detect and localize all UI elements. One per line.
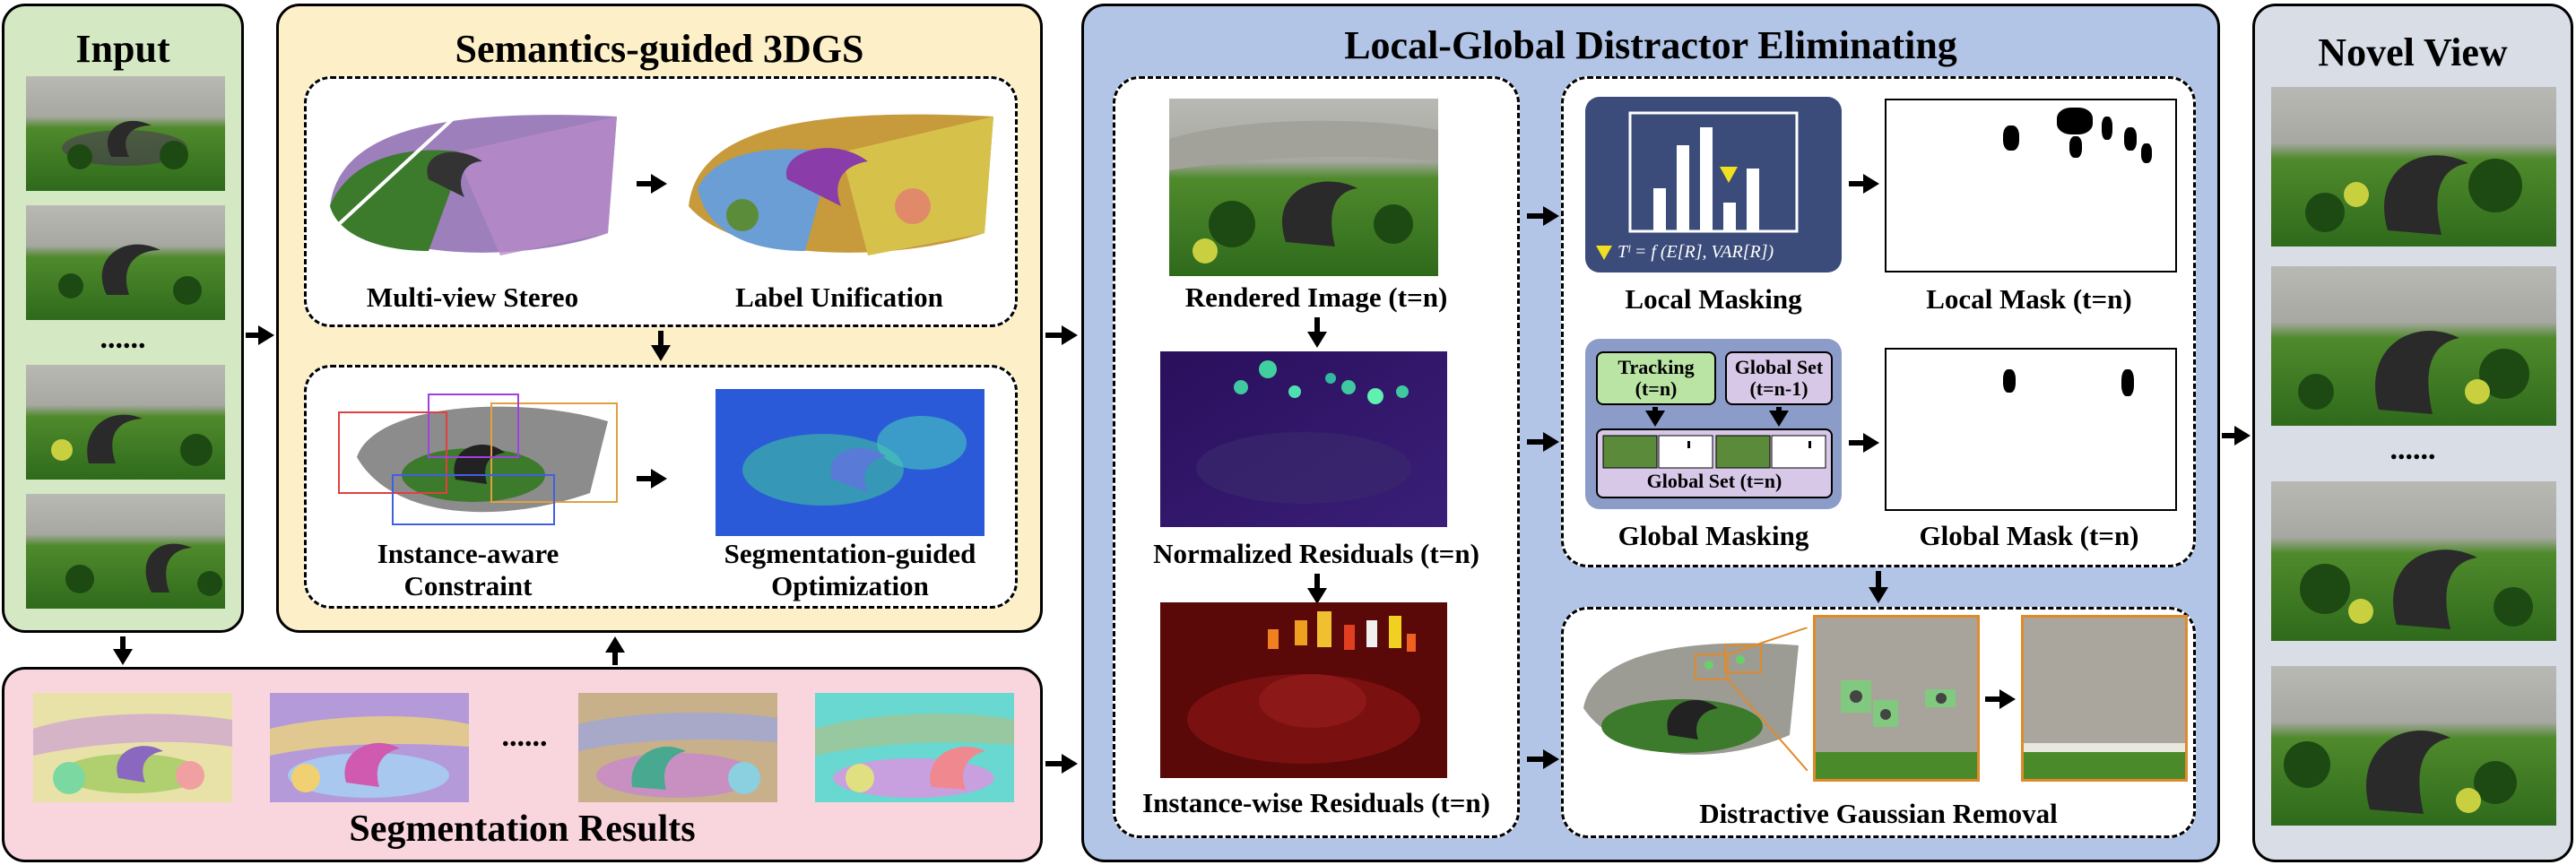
- local-mask-image: [1885, 99, 2177, 272]
- input-image-3: [26, 365, 225, 480]
- input-to-semantics-arrow: [246, 324, 274, 346]
- segopt-image: [716, 389, 984, 536]
- segmentation-title: Segmentation Results: [349, 809, 696, 850]
- novel-image-4: [2271, 666, 2556, 826]
- mask-blob: [2057, 108, 2093, 134]
- label-unification-label: Label Unification: [735, 281, 943, 313]
- semantics-down-arrow: [650, 331, 672, 361]
- novel-view-panel: Novel View ......: [2252, 4, 2573, 862]
- novel-ellipsis: ......: [2390, 433, 2436, 466]
- rendered-to-normalized-arrow: [1306, 317, 1328, 348]
- novel-image-3: [2271, 481, 2556, 641]
- global-set-label: Global Set (t=n): [1646, 470, 1782, 492]
- local-mask-label: Local Mask (t=n): [1926, 283, 2132, 315]
- seg-image-1: [33, 693, 232, 802]
- instance-box: Instance-aware Constraint Segmentation-g…: [304, 365, 1018, 609]
- input-image-2: [26, 205, 225, 320]
- global-mask-image: [1885, 348, 2177, 511]
- mask-blob: [2069, 136, 2082, 158]
- semantics-to-lgde-arrow: [1045, 324, 1078, 346]
- semantics-title: Semantics-guided 3DGS: [455, 27, 864, 71]
- mask-blob: [2141, 143, 2152, 163]
- removal-before-image: [1813, 615, 1980, 782]
- global-set-box: Global Set (t=n): [1596, 428, 1833, 498]
- instance-residual-label: Instance-wise Residuals (t=n): [1142, 787, 1490, 818]
- rendered-image: [1169, 99, 1438, 276]
- residual-column: Rendered Image (t=n) Normalized Residual…: [1113, 76, 1520, 838]
- input-title: Input: [75, 27, 170, 71]
- seg-to-lgde-arrow: [1045, 753, 1078, 774]
- local-masking-label: Local Masking: [1625, 283, 1802, 315]
- normalized-residual-image: [1160, 351, 1447, 527]
- instance-aware-label: Instance-aware Constraint: [377, 538, 559, 601]
- rendered-label: Rendered Image (t=n): [1184, 281, 1448, 313]
- instance-to-segopt-arrow: [637, 468, 667, 489]
- input-to-seg-arrow: [112, 636, 134, 665]
- input-image-4: [26, 494, 225, 609]
- to-local-masking-arrow: [1527, 205, 1559, 227]
- masking-to-removal-arrow: [1868, 571, 1889, 603]
- instance-residual-image: [1160, 602, 1447, 778]
- mask-blob: [2102, 117, 2112, 140]
- seg-to-semantics-arrow: [604, 636, 626, 665]
- removal-arrow: [1985, 688, 2016, 710]
- seg-ellipsis: ......: [501, 720, 548, 753]
- masking-box: Tˡ = f (E[R], VAR[R]) Local Masking Loca…: [1561, 76, 2196, 567]
- novel-view-title: Novel View: [2318, 30, 2508, 74]
- tracking-down-arrow: [1645, 407, 1665, 427]
- local-masking-card: Tˡ = f (E[R], VAR[R]): [1585, 97, 1842, 272]
- to-removal-arrow: [1527, 748, 1559, 770]
- local-masking-to-mask-arrow: [1849, 173, 1879, 195]
- tracking-box: Tracking (t=n): [1596, 351, 1716, 405]
- lgde-title: Local-Global Distractor Eliminating: [1344, 23, 1957, 67]
- removal-box: Distractive Gaussian Removal: [1561, 607, 2196, 838]
- input-ellipsis: ......: [100, 322, 146, 355]
- novel-image-1: [2271, 87, 2556, 247]
- input-image-1: [26, 76, 225, 191]
- novel-image-2: [2271, 266, 2556, 426]
- mask-blob: [2121, 369, 2134, 396]
- mvs-to-label-arrow: [637, 173, 667, 195]
- removal-after-image: [2021, 615, 2188, 782]
- global-masking-to-mask-arrow: [1849, 432, 1879, 454]
- lgde-panel: Local-Global Distractor Eliminating Rend…: [1081, 4, 2220, 862]
- semantics-panel: Semantics-guided 3DGS Multi-view Stereo …: [276, 4, 1043, 633]
- label-unification-image: [680, 99, 999, 265]
- normalized-label: Normalized Residuals (t=n): [1153, 538, 1479, 569]
- instance-bbox-image: [321, 376, 626, 529]
- global-masking-label: Global Masking: [1618, 520, 1809, 551]
- segmentation-panel: ...... Segmentation Results: [2, 667, 1043, 862]
- seg-image-3: [578, 693, 777, 802]
- segopt-label: Segmentation-guided Optimization: [724, 538, 976, 601]
- mask-blob: [2003, 125, 2019, 151]
- seg-image-4: [815, 693, 1014, 802]
- global-prev-down-arrow: [1769, 407, 1789, 427]
- mvs-pointcloud: [321, 99, 626, 265]
- removal-label: Distractive Gaussian Removal: [1699, 798, 2058, 829]
- global-set-prev-box: Global Set (t=n-1): [1725, 351, 1833, 405]
- mvs-box: Multi-view Stereo Label Unification: [304, 76, 1018, 327]
- input-panel: Input ......: [2, 4, 244, 633]
- mvs-label: Multi-view Stereo: [366, 281, 579, 313]
- global-masking-card: Tracking (t=n) Global Set (t=n-1) Global…: [1585, 339, 1842, 509]
- mask-blob: [2003, 369, 2016, 393]
- lgde-to-novel-arrow: [2222, 425, 2251, 446]
- threshold-formula: Tˡ = f (E[R], VAR[R]): [1618, 242, 1774, 262]
- global-mask-label: Global Mask (t=n): [1919, 520, 2139, 551]
- removal-scene-image: [1574, 627, 1808, 771]
- mask-blob: [2124, 127, 2137, 151]
- seg-image-2: [270, 693, 469, 802]
- normalized-to-instance-arrow: [1306, 574, 1328, 604]
- to-global-masking-arrow: [1527, 431, 1559, 453]
